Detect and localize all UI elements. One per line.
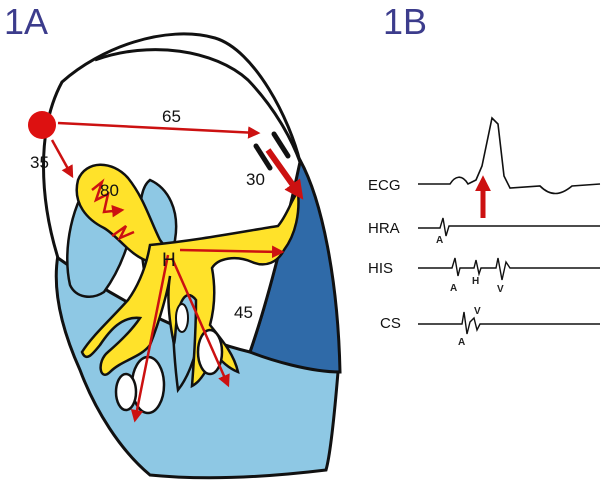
hra-marker-a: A: [436, 235, 443, 246]
sa-node: [28, 111, 56, 139]
panel-1a-title: 1A: [4, 1, 48, 42]
trace-label-his: HIS: [368, 260, 393, 277]
cs-marker-v: V: [474, 306, 481, 317]
label-30: 30: [246, 170, 265, 189]
electrogram-panel: ECG HRA HIS CS A A H V V A: [368, 118, 600, 348]
ecg-trace: [418, 118, 600, 194]
trace-label-cs: CS: [380, 315, 401, 332]
his-marker-a: A: [450, 283, 457, 294]
his-marker-h: H: [472, 276, 479, 287]
trace-label-hra: HRA: [368, 220, 400, 237]
label-35: 35: [30, 153, 49, 172]
his-label: H: [162, 250, 176, 271]
his-trace: [418, 258, 600, 280]
cs-marker-a: A: [458, 337, 465, 348]
trace-label-ecg: ECG: [368, 177, 401, 194]
his-marker-v: V: [497, 284, 504, 295]
hra-trace: [418, 218, 600, 236]
heart-diagram: 65 35 80 30 45 H: [28, 34, 340, 478]
label-65: 65: [162, 107, 181, 126]
panel-1b-title: 1B: [383, 1, 427, 42]
label-80: 80: [100, 181, 119, 200]
cs-trace: [418, 312, 600, 334]
label-45: 45: [234, 303, 253, 322]
